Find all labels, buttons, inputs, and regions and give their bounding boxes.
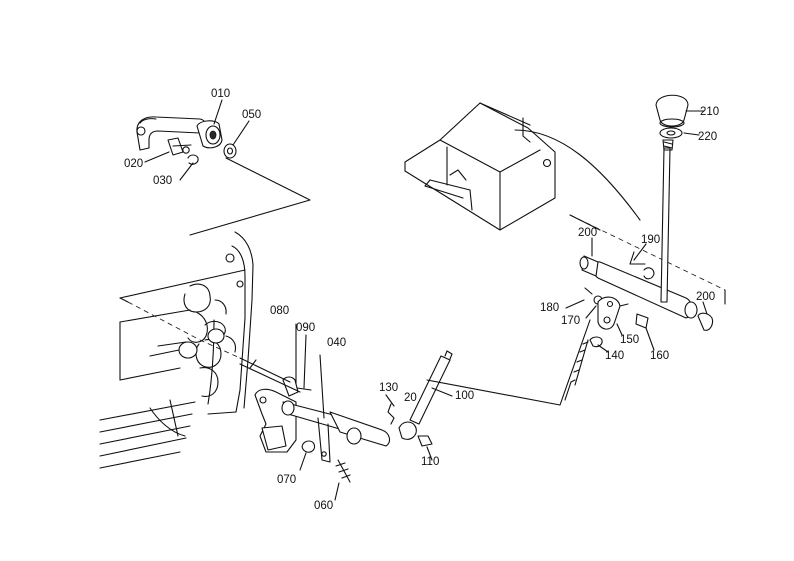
label-050: 050 [242, 109, 261, 121]
label-020: 020 [124, 158, 143, 170]
label-190: 190 [641, 234, 660, 246]
label-100: 100 [455, 390, 474, 402]
transmission-housing [99, 231, 301, 469]
label-030: 030 [153, 175, 172, 187]
label-120: 20 [404, 392, 417, 404]
label-040: 040 [327, 337, 346, 349]
label-010: 010 [211, 88, 230, 100]
label-160: 160 [650, 350, 669, 362]
handle-assembly [136, 99, 311, 236]
label-180: 180 [540, 302, 559, 314]
label-090: 090 [296, 322, 315, 334]
label-200-left: 200 [578, 227, 597, 239]
label-200-right: 200 [696, 291, 715, 303]
part-labels: 010 050 020 030 080 090 040 070 060 130 … [124, 88, 719, 512]
label-070: 070 [277, 474, 296, 486]
label-080: 080 [270, 305, 289, 317]
label-170: 170 [561, 315, 580, 327]
label-060: 060 [314, 500, 333, 512]
shift-linkage [254, 323, 391, 501]
center-link [385, 319, 591, 461]
label-110: 110 [421, 456, 439, 468]
label-150: 150 [620, 334, 639, 346]
shifter-assembly [564, 94, 726, 401]
label-220: 220 [698, 131, 717, 143]
label-130: 130 [379, 382, 398, 394]
label-140: 140 [605, 350, 624, 362]
label-210: 210 [700, 106, 719, 118]
shift-cover [404, 102, 641, 231]
